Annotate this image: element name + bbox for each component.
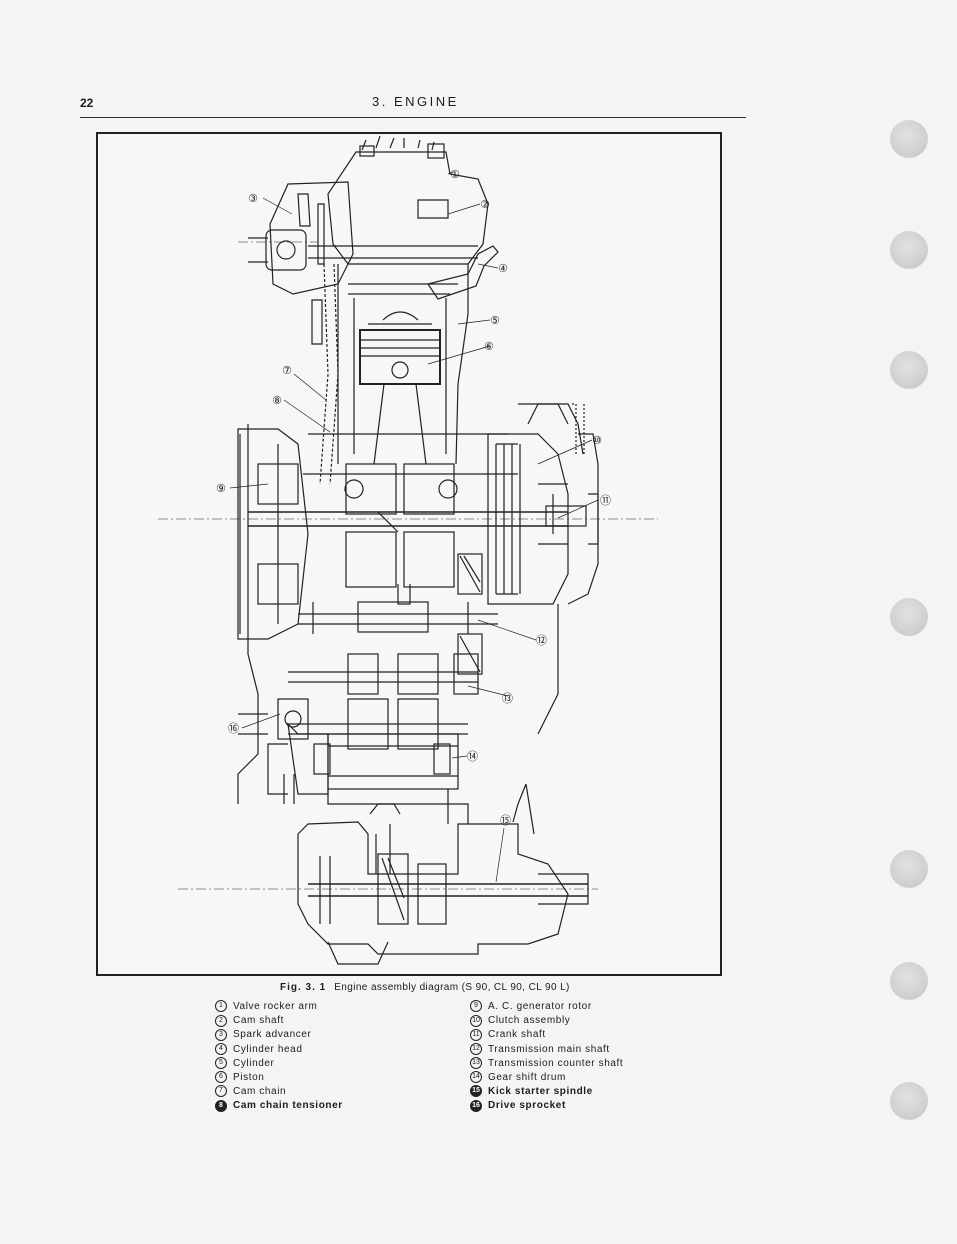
legend-item: 10 Clutch assembly <box>470 1014 623 1028</box>
legend-number: 5 <box>215 1057 227 1070</box>
callout-15: ⑮ <box>500 814 511 827</box>
binder-hole <box>890 231 928 269</box>
binder-hole <box>890 120 928 158</box>
binder-hole <box>890 962 928 1000</box>
legend-text: Transmission main shaft <box>488 1043 610 1055</box>
legend-number: 9 <box>470 1000 482 1013</box>
legend-text: Valve rocker arm <box>233 1001 318 1012</box>
legend-item: 15 Kick starter spindle <box>470 1085 623 1099</box>
legend-text: Drive sprocket <box>488 1100 566 1112</box>
legend-item: 11 Crank shaft <box>470 1028 623 1042</box>
callout-4: ④ <box>498 262 508 275</box>
figure-label: Fig. 3. 1 <box>280 982 327 993</box>
binder-hole <box>890 351 928 389</box>
binder-hole <box>890 850 928 888</box>
legend-item: 3 Spark advancer <box>215 1028 343 1042</box>
legend-number: 7 <box>215 1085 227 1098</box>
legend-item: 16 Drive sprocket <box>470 1099 623 1113</box>
legend-number: 11 <box>470 1028 482 1041</box>
legend-number: 6 <box>215 1071 227 1084</box>
header-rule <box>80 117 746 118</box>
legend-text: Cam chain tensioner <box>233 1100 343 1112</box>
legend-item: 8 Cam chain tensioner <box>215 1099 343 1113</box>
legend-number: 8 <box>215 1099 227 1112</box>
callout-7: ⑦ <box>282 364 292 377</box>
legend-text: Cylinder <box>233 1057 275 1069</box>
legend-text: Spark advancer <box>233 1029 312 1041</box>
callout-16: ⑯ <box>228 722 239 735</box>
legend-left-column: 1 Valve rocker arm 2 Cam shaft 3 Spark adva… <box>215 1000 343 1114</box>
callout-10: ⑩ <box>592 434 602 447</box>
legend-item: 1 Valve rocker arm <box>215 1000 343 1014</box>
legend-text: Cylinder head <box>233 1043 303 1055</box>
legend-item: 2 Cam shaft <box>215 1014 343 1028</box>
callout-1: ① <box>450 168 460 181</box>
legend-number: 10 <box>470 1014 482 1027</box>
legend-item: 7 Cam chain <box>215 1085 343 1099</box>
legend-item: 6 Piston <box>215 1071 343 1085</box>
legend-text: Crank shaft <box>488 1029 546 1041</box>
callout-11: ⑪ <box>600 494 611 507</box>
engine-assembly-figure: ① ② ③ ④ ⑤ ⑥ ⑦ ⑧ ⑨ ⑩ ⑪ ⑫ ⑬ ⑭ ⑮ ⑯ <box>96 132 722 976</box>
legend-number: 14 <box>470 1071 482 1084</box>
callout-14: ⑭ <box>467 750 478 763</box>
callout-2: ② <box>480 198 490 211</box>
binder-hole <box>890 1082 928 1120</box>
callout-8: ⑧ <box>272 394 282 407</box>
callout-5: ⑤ <box>490 314 500 327</box>
legend-item: 14 Gear shift drum <box>470 1071 623 1085</box>
legend-text: Kick starter spindle <box>488 1086 593 1098</box>
legend-number: 16 <box>470 1099 482 1112</box>
legend-number: 4 <box>215 1042 227 1055</box>
legend-number: 15 <box>470 1085 482 1098</box>
legend-right-column: 9 A. C. generator rotor 10 Clutch assembly… <box>470 1000 623 1114</box>
figure-caption-text: Engine assembly diagram (S 90, CL 90, CL… <box>334 982 570 993</box>
legend-item: 5 Cylinder <box>215 1057 343 1071</box>
legend-text: A. C. generator rotor <box>488 1001 592 1012</box>
engine-cross-section-drawing: ① ② ③ ④ ⑤ ⑥ ⑦ ⑧ ⑨ ⑩ ⑪ ⑫ ⑬ ⑭ ⑮ ⑯ <box>158 135 658 965</box>
running-title: 3. ENGINE <box>372 94 459 109</box>
callout-3: ③ <box>248 192 258 205</box>
legend-text: Gear shift drum <box>488 1071 566 1083</box>
page-number: 22 <box>80 96 94 110</box>
legend-item: 4 Cylinder head <box>215 1042 343 1057</box>
legend-text: Clutch assembly <box>488 1015 571 1027</box>
legend-text: Cam shaft <box>233 1015 284 1027</box>
legend-item: 13 Transmission counter shaft <box>470 1057 623 1071</box>
callout-13: ⑬ <box>502 692 513 705</box>
figure-caption: Fig. 3. 1 Engine assembly diagram (S 90, … <box>280 982 570 993</box>
legend-number: 2 <box>215 1014 227 1027</box>
binder-hole <box>890 598 928 636</box>
legend-text: Piston <box>233 1071 265 1083</box>
legend-text: Cam chain <box>233 1086 287 1098</box>
legend-number: 1 <box>215 1000 227 1013</box>
legend-number: 12 <box>470 1042 482 1055</box>
legend-item: 9 A. C. generator rotor <box>470 1000 623 1014</box>
callout-12: ⑫ <box>536 634 547 647</box>
legend-number: 3 <box>215 1028 227 1041</box>
callout-9: ⑨ <box>216 482 226 495</box>
legend-number: 13 <box>470 1057 482 1070</box>
callout-6: ⑥ <box>484 340 494 353</box>
legend-item: 12 Transmission main shaft <box>470 1042 623 1057</box>
legend-text: Transmission counter shaft <box>488 1057 624 1069</box>
